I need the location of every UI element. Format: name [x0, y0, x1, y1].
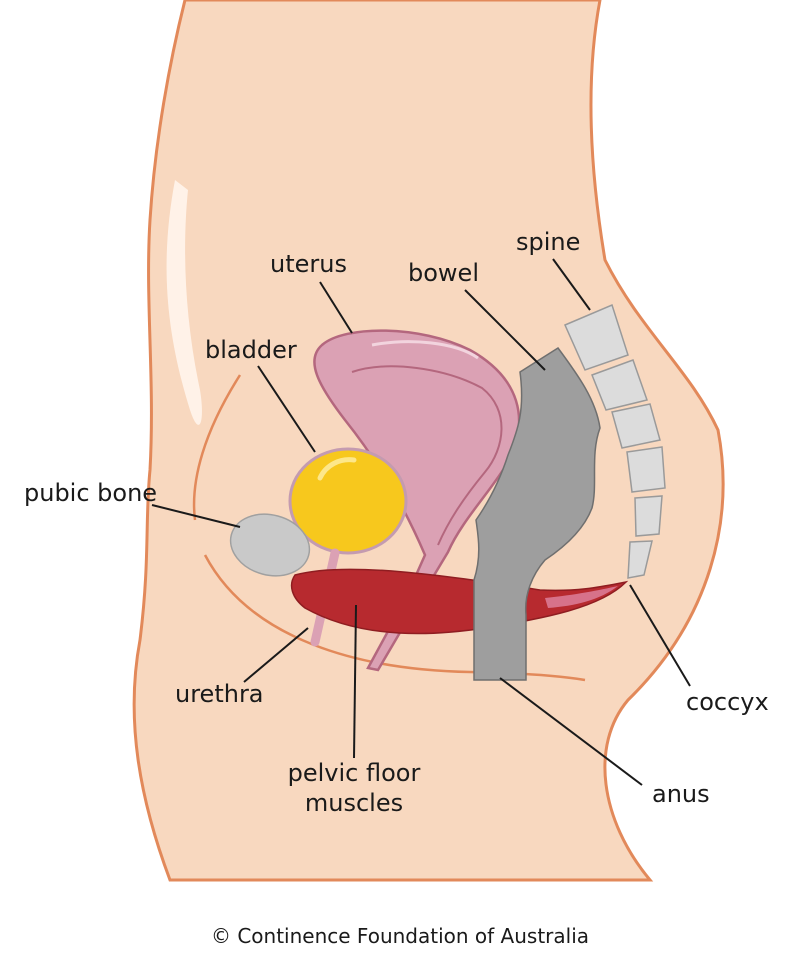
label-urethra: urethra	[175, 680, 264, 708]
leader-uterus	[319, 281, 353, 334]
bladder-highlight	[317, 457, 357, 481]
spine-vertebra	[591, 359, 648, 411]
pelvic-floor-highlight	[545, 586, 618, 608]
bowel	[473, 346, 601, 681]
leader-urethra	[243, 627, 309, 683]
pelvis-contour	[203, 554, 586, 682]
label-anus: anus	[652, 780, 710, 808]
spine-vertebra	[626, 446, 666, 493]
label-pubic-bone: pubic bone	[24, 479, 157, 507]
leader-spine	[552, 258, 591, 311]
uterus-highlight	[371, 340, 479, 360]
label-uterus: uterus	[270, 250, 347, 278]
spine-vertebra	[634, 495, 663, 537]
abdomen-contour	[192, 374, 242, 521]
label-bladder: bladder	[205, 336, 297, 364]
label-bowel: bowel	[408, 259, 479, 287]
spine-vertebra	[627, 540, 653, 579]
pelvic-floor-muscles	[290, 568, 629, 635]
pubic-bone	[229, 513, 311, 577]
leader-bladder	[257, 365, 316, 453]
leader-anus	[499, 677, 643, 786]
leader-pubic-bone	[151, 504, 241, 528]
label-pelvic-floor-line1: pelvic floor	[288, 759, 421, 787]
copyright-credit: © Continence Foundation of Australia	[210, 924, 590, 948]
uterus	[313, 329, 521, 672]
spine-vertebra	[611, 403, 661, 449]
leader-coccyx	[629, 584, 691, 687]
uterus-inner-cavity	[351, 365, 503, 546]
bladder	[288, 447, 408, 555]
label-pelvic-floor-line2: muscles	[305, 789, 403, 817]
skin-highlight	[166, 180, 202, 425]
spine-vertebra	[564, 303, 629, 371]
leader-pelvic-floor	[353, 604, 357, 759]
leader-bowel	[464, 289, 546, 371]
label-coccyx: coccyx	[686, 688, 769, 716]
label-spine: spine	[516, 228, 580, 256]
spine	[564, 303, 666, 579]
